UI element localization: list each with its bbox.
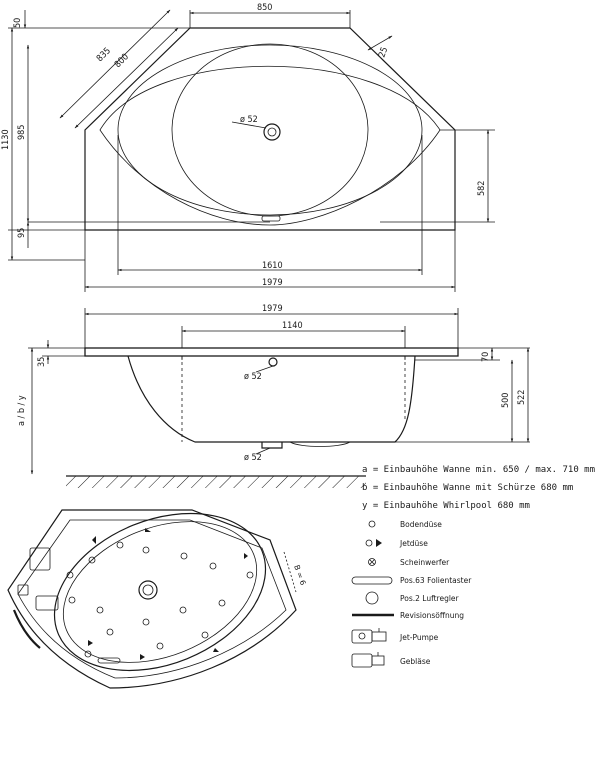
floor-hatching — [66, 476, 366, 488]
side-drain-label-lower: ø 52 — [244, 453, 262, 463]
dim-1140: 1140 — [282, 321, 303, 331]
height-notes: a = Einbauhöhe Wanne min. 650 / max. 710… — [362, 465, 595, 511]
whirlpool-rim — [17, 519, 287, 679]
legend-label-bodenduese: Bodendüse — [400, 520, 442, 529]
dim-500: 500 — [501, 393, 511, 408]
top-view-rim — [99, 65, 441, 226]
legend-label-revisionsoeffnung: Revisionsöffnung — [400, 611, 464, 620]
foil-button-symbol — [97, 657, 121, 664]
top-view-basin-floor — [171, 43, 369, 217]
side-rim — [84, 347, 459, 357]
whirlpool-drain — [138, 580, 158, 600]
dim-800: 800 — [113, 52, 131, 70]
legend-label-folientaster: Pos.63 Folientaster — [400, 576, 472, 585]
dim-25: 25 — [377, 46, 390, 59]
note-a: a = Einbauhöhe Wanne min. 650 / max. 710… — [362, 465, 595, 475]
whirlpool-outline — [7, 509, 297, 689]
top-view: ø 52 850 835 800 25 50 1130 985 95 582 — [1, 3, 495, 292]
legend-label-scheinwerfer: Scheinwerfer — [400, 558, 450, 567]
dim-1979-top: 1979 — [262, 278, 283, 288]
dim-50: 50 — [13, 18, 23, 28]
whirlpool-jets — [66, 528, 254, 660]
folientaster-icon — [351, 576, 393, 585]
dim-95: 95 — [17, 228, 27, 238]
side-height-label: a / b / y — [17, 395, 27, 426]
legend-label-geblaese: Gebläse — [400, 657, 431, 666]
top-view-basin — [117, 44, 423, 216]
top-overflow — [261, 215, 281, 222]
legend-label-jetduese: Jetdüse — [399, 539, 428, 548]
dim-1130: 1130 — [1, 129, 11, 150]
top-drain — [231, 121, 281, 141]
whirlpool-basin — [53, 512, 267, 672]
legend: Bodendüse Jetdüse Scheinwerfer Pos.63 Fo… — [351, 520, 472, 668]
side-view: 1979 1140 ø 52 ø 52 a / b / y 35 70 — [17, 304, 530, 488]
side-tub-body — [127, 355, 416, 443]
note-y: y = Einbauhöhe Whirlpool 680 mm — [362, 501, 530, 511]
note-b: b = Einbauhöhe Wanne mit Schürze 680 mm — [362, 483, 573, 493]
jet-pump-symbol — [29, 547, 51, 571]
bodenduese-icon — [368, 520, 376, 528]
scheinwerfer-icon — [368, 558, 376, 566]
blower-symbol — [35, 595, 59, 611]
dim-1610-top: 1610 — [262, 261, 283, 271]
revision-opening — [12, 609, 41, 649]
dim-1979-side: 1979 — [262, 304, 283, 314]
dim-850: 850 — [257, 3, 272, 13]
side-drain-label-upper: ø 52 — [244, 372, 262, 382]
dim-70: 70 — [481, 352, 491, 362]
jet-pumpe-icon — [351, 628, 387, 644]
jetduese-icon — [365, 539, 382, 547]
top-drain-label: ø 52 — [240, 115, 258, 125]
dim-582: 582 — [477, 181, 487, 196]
dim-985: 985 — [17, 125, 27, 140]
dim-35: 35 — [37, 357, 47, 367]
dim-522: 522 — [517, 390, 527, 405]
geblaese-icon — [351, 652, 385, 668]
luftregler-icon — [365, 591, 379, 605]
dim-835: 835 — [95, 46, 113, 64]
legend-label-luftregler: Pos.2 Luftregler — [400, 594, 460, 603]
whirlpool-side-dim: B = 6 — [292, 564, 308, 587]
side-overflow — [268, 357, 278, 367]
whirlpool-view: B = 6 — [7, 509, 308, 689]
legend-label-jet-pumpe: Jet-Pumpe — [399, 633, 439, 642]
